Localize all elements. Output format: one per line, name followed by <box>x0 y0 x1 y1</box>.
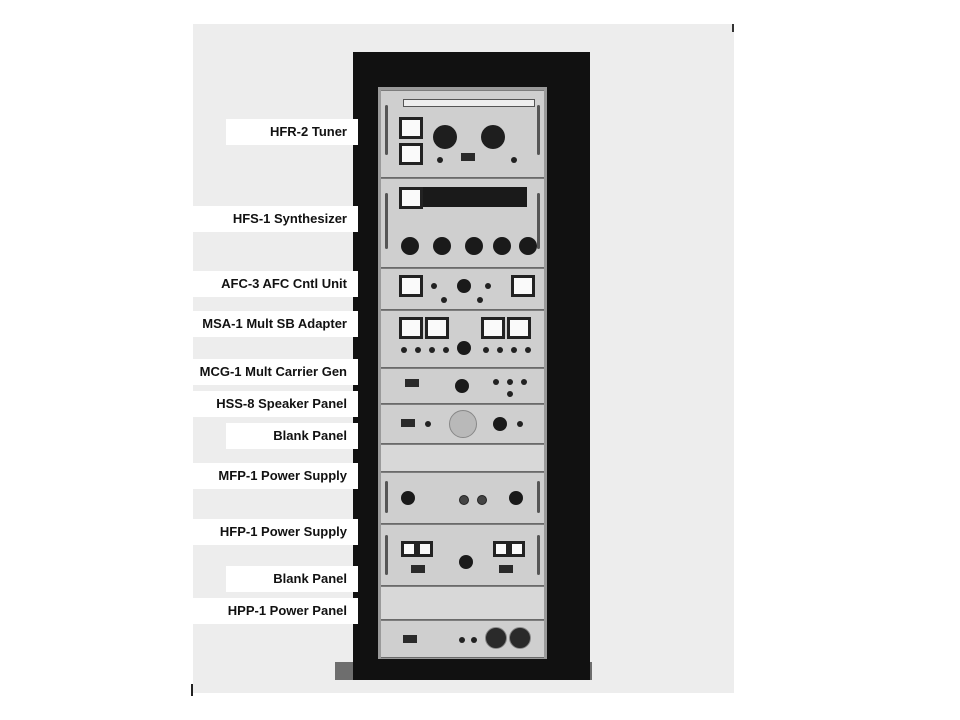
knob-icon <box>457 341 471 355</box>
panel-msa1 <box>381 310 544 368</box>
fuse-icon <box>493 541 509 557</box>
panel-hpp1 <box>381 620 544 658</box>
photo-edge-mark <box>191 684 193 696</box>
jack-icon <box>517 421 523 427</box>
nameplate <box>401 419 415 427</box>
label-hfp1-power: HFP-1 Power Supply <box>193 519 358 545</box>
meter-icon <box>399 317 423 339</box>
pilot-lamp-icon <box>459 495 469 505</box>
panel-blank <box>381 444 544 472</box>
panel-handle <box>537 481 540 513</box>
knob-icon <box>465 237 483 255</box>
tuning-knob-icon <box>481 125 505 149</box>
meter-icon <box>507 317 531 339</box>
panel-hfs1-synthesizer <box>381 178 544 268</box>
fuse-icon <box>401 541 417 557</box>
jack-icon <box>425 421 431 427</box>
jack-icon <box>415 347 421 353</box>
label-hfr2-tuner: HFR-2 Tuner <box>226 119 358 145</box>
panel-hss8 <box>381 404 544 444</box>
knob-icon <box>459 555 473 569</box>
panel-handle <box>385 535 388 575</box>
nameplate <box>405 379 419 387</box>
label-afc3-unit: AFC-3 AFC Cntl Unit <box>193 271 358 297</box>
fuse-icon <box>417 541 433 557</box>
jack-icon <box>497 347 503 353</box>
knob-icon <box>401 491 415 505</box>
power-connector-icon <box>509 627 531 649</box>
label-hfs1-synthesizer: HFS-1 Synthesizer <box>193 206 358 232</box>
panel-handle <box>385 105 388 155</box>
knob-icon <box>433 237 451 255</box>
panel-mfp1 <box>381 472 544 524</box>
panel-hfp1 <box>381 524 544 586</box>
label-mfp1-power: MFP-1 Power Supply <box>193 463 358 489</box>
knob-icon <box>519 237 537 255</box>
meter-icon <box>399 187 423 209</box>
jack-icon <box>459 637 465 643</box>
panel-handle <box>385 481 388 513</box>
knob-icon <box>457 279 471 293</box>
meter-icon <box>399 143 423 165</box>
jack-icon <box>401 347 407 353</box>
knob-icon <box>493 417 507 431</box>
label-hpp1-power: HPP-1 Power Panel <box>193 598 358 624</box>
fuse-icon <box>509 541 525 557</box>
jack-icon <box>493 379 499 385</box>
meter-icon <box>399 275 423 297</box>
tuning-knob-icon <box>433 125 457 149</box>
panel-handle <box>385 193 388 249</box>
knob-icon <box>455 379 469 393</box>
meter-icon <box>399 117 423 139</box>
label-blank-panel: Blank Panel <box>226 566 358 592</box>
pilot-lamp-icon <box>477 495 487 505</box>
label-mcg1-generator: MCG-1 Mult Carrier Gen <box>183 359 358 385</box>
knob-icon <box>509 491 523 505</box>
nameplate <box>461 153 475 161</box>
power-connector-icon <box>485 627 507 649</box>
jack-icon <box>483 347 489 353</box>
jack-icon <box>443 347 449 353</box>
panel-hfr2-tuner <box>381 90 544 178</box>
jack-icon <box>521 379 527 385</box>
label-blank-panel: Blank Panel <box>226 423 358 449</box>
jack-icon <box>507 379 513 385</box>
nameplate <box>403 635 417 643</box>
jack-icon <box>525 347 531 353</box>
jack-icon <box>471 637 477 643</box>
knob-icon <box>493 237 511 255</box>
panel-mcg1 <box>381 368 544 404</box>
nameplate <box>411 565 425 573</box>
meter-icon <box>481 317 505 339</box>
meter-icon <box>511 275 535 297</box>
photo-edge-mark <box>732 24 734 32</box>
nameplate <box>499 565 513 573</box>
jack-icon <box>431 283 437 289</box>
jack-icon <box>485 283 491 289</box>
label-hss8-speaker: HSS-8 Speaker Panel <box>193 391 358 417</box>
meter-icon <box>425 317 449 339</box>
frequency-display-window <box>423 187 527 207</box>
panel-blank <box>381 586 544 620</box>
jack-icon <box>437 157 443 163</box>
panel-handle <box>537 193 540 249</box>
rack-face <box>378 87 547 659</box>
tuning-dial-window <box>403 99 535 107</box>
panel-handle <box>537 105 540 155</box>
jack-icon <box>477 297 483 303</box>
panel-afc3 <box>381 268 544 310</box>
knob-icon <box>401 237 419 255</box>
jack-icon <box>441 297 447 303</box>
jack-icon <box>511 347 517 353</box>
jack-icon <box>429 347 435 353</box>
label-msa1-adapter: MSA-1 Mult SB Adapter <box>185 311 358 337</box>
speaker-grille-icon <box>449 410 477 438</box>
jack-icon <box>507 391 513 397</box>
jack-icon <box>511 157 517 163</box>
panel-handle <box>537 535 540 575</box>
